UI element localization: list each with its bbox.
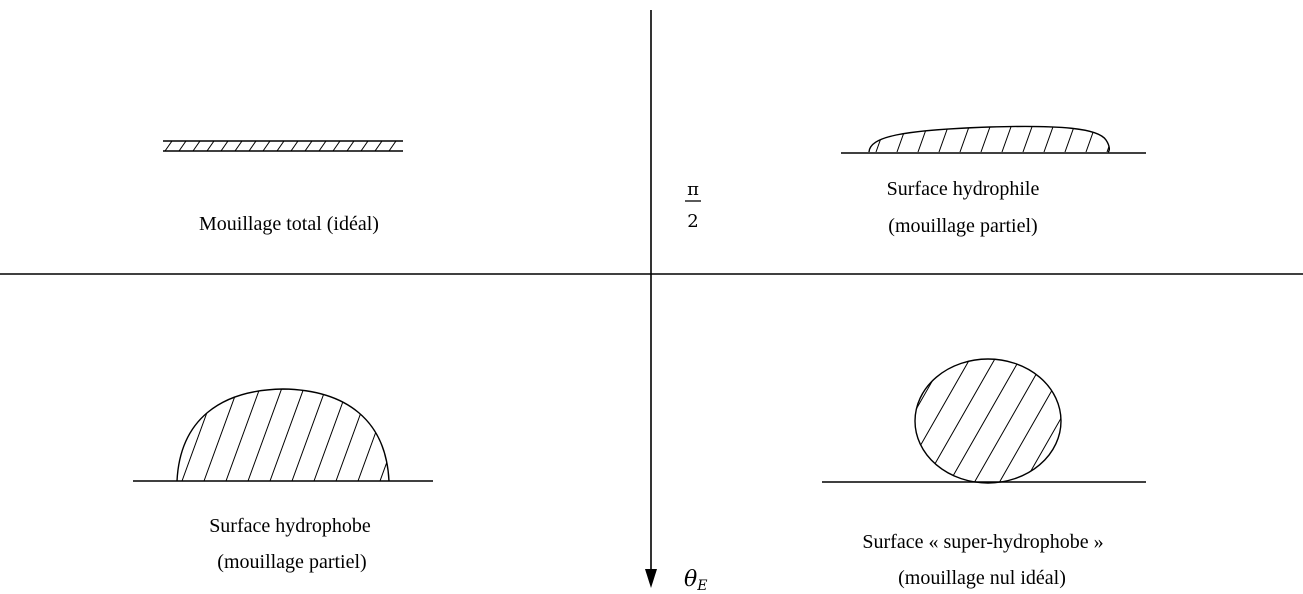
hydrophilic-label-line2: (mouillage partiel)	[888, 215, 1037, 237]
hydrophilic-label-line1: Surface hydrophile	[887, 178, 1040, 200]
theta-symbol: θ	[684, 567, 697, 592]
theta-e-label: θE	[684, 567, 707, 594]
axis-arrowhead-icon	[645, 569, 657, 588]
hydrophilic-drop	[841, 125, 1146, 154]
hydrophobic-label-line2: (mouillage partiel)	[217, 551, 366, 573]
super-hydrophobic-label-line2: (mouillage nul idéal)	[898, 567, 1066, 589]
hydrophobic-drop	[133, 388, 433, 482]
pi-denominator: 2	[687, 211, 698, 232]
theta-subscript: E	[696, 578, 707, 594]
total-wetting-film	[163, 140, 403, 152]
super-hydrophobic-label-line1: Surface « super-hydrophobe »	[862, 531, 1103, 553]
pi-numerator: π	[687, 179, 699, 200]
super-hydrophobic-hatch	[915, 359, 1061, 483]
hydrophobic-hatch	[177, 389, 389, 481]
super-hydrophobic-drop	[822, 358, 1146, 484]
total-wetting-label: Mouillage total (idéal)	[199, 213, 379, 235]
hydrophobic-label-line1: Surface hydrophobe	[209, 515, 371, 537]
film-hatch	[164, 141, 403, 151]
hydrophilic-hatch	[875, 126, 1110, 152]
